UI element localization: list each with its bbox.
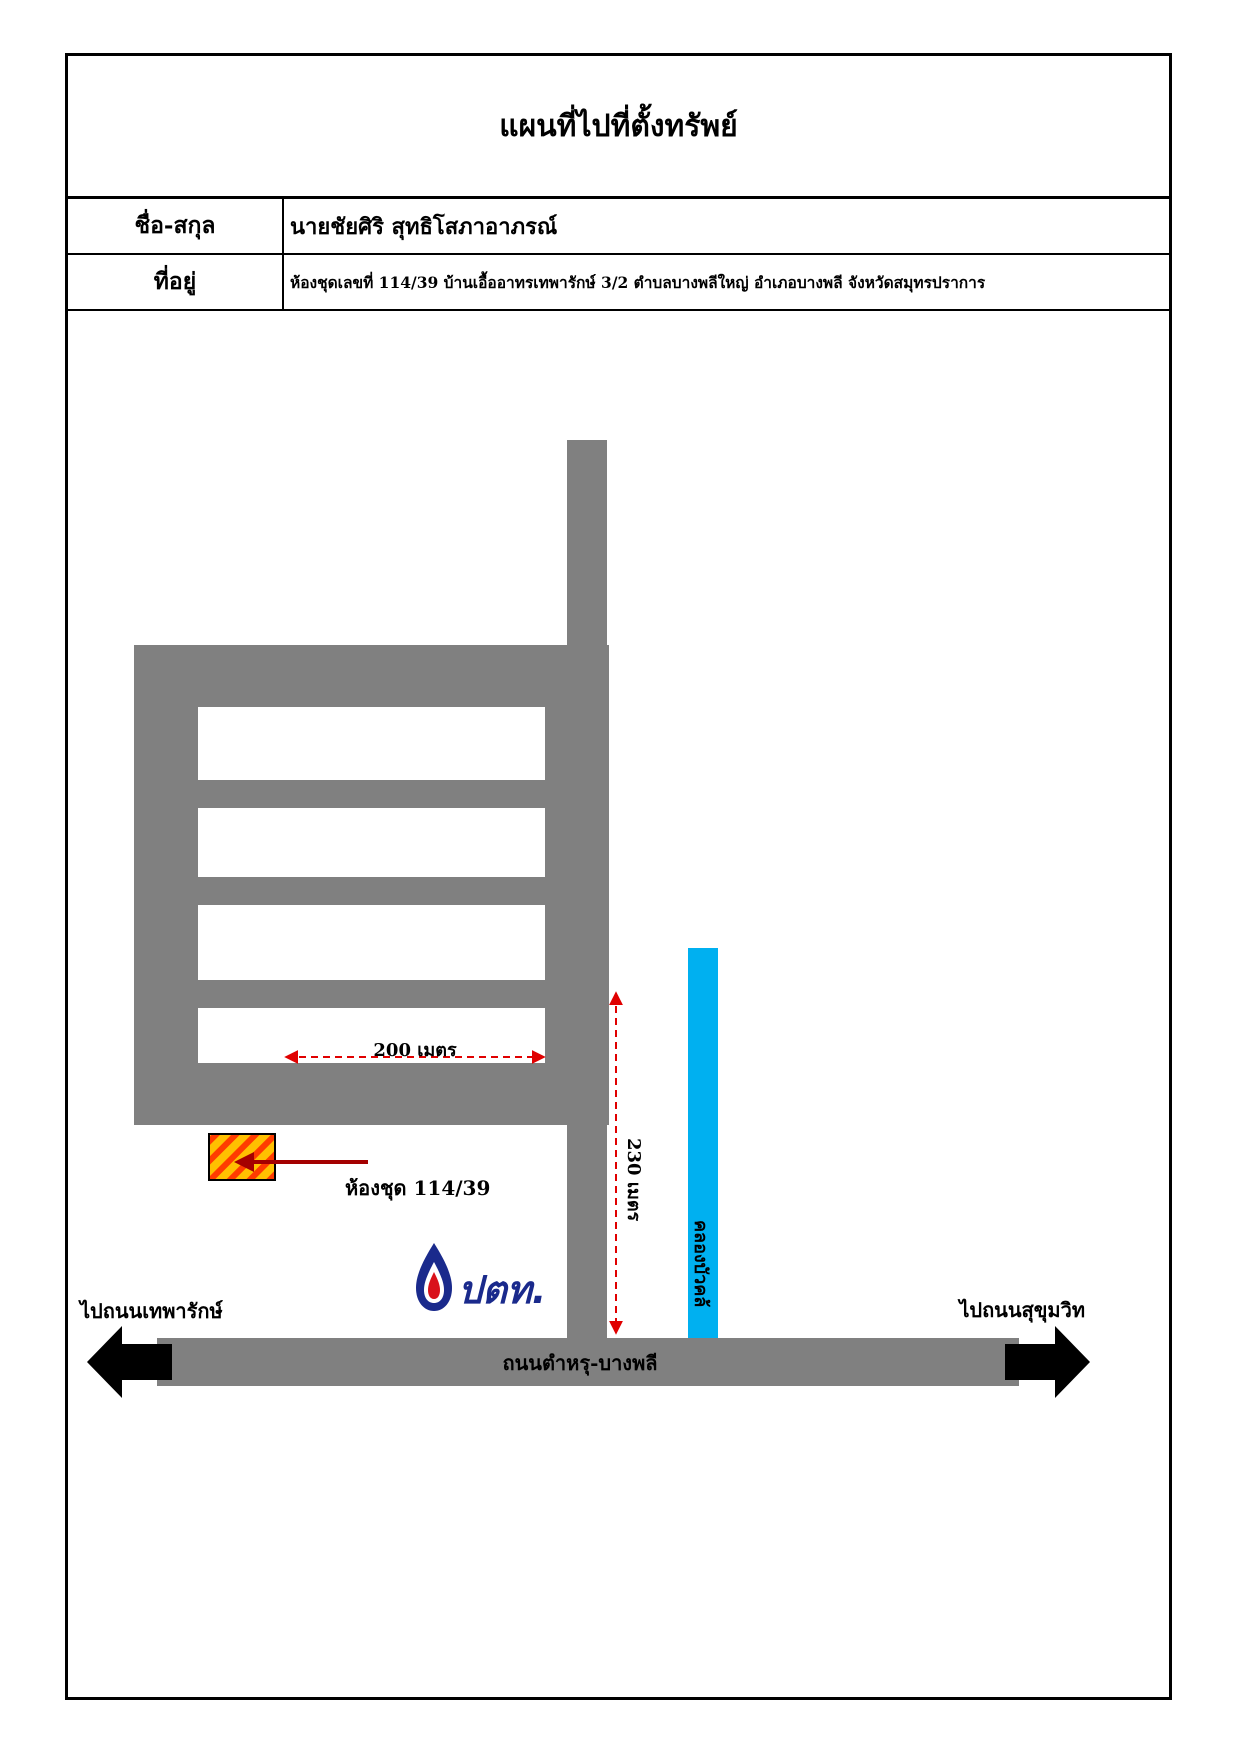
distance-horizontal-label: 200 เมตร <box>373 1040 457 1061</box>
left-direction-label: ไปถนนเทพารักษ์ <box>78 1299 223 1323</box>
address-row: ที่อยู่ ห้องชุดเลขที่ 114/39 บ้านเอื้ออา… <box>68 255 1169 311</box>
canal-label: คลองบัวคล้ <box>690 1220 711 1307</box>
address-value: ห้องชุดเลขที่ 114/39 บ้านเอื้ออาทรเทพารั… <box>290 272 986 292</box>
map-sheet: แผนที่ไปที่ตั้งทรัพย์ ชื่อ-สกุล นายชัยศิ… <box>65 53 1172 1700</box>
ptt-logo-text: ปตท. <box>458 1268 546 1312</box>
main-road <box>157 1338 1019 1386</box>
main-road-label: ถนนตำหรุ-บางพลี <box>502 1351 657 1376</box>
estate-road-network <box>134 645 609 1125</box>
access-road-south <box>567 1125 607 1340</box>
unit-marker-icon <box>208 1133 276 1181</box>
canal <box>688 948 718 1340</box>
page-title: แผนที่ไปที่ตั้งทรัพย์ <box>499 108 738 144</box>
left-arrow-icon <box>87 1326 172 1398</box>
unit-label: ห้องชุด 114/39 <box>345 1176 490 1201</box>
name-row: ชื่อ-สกุล นายชัยศิริ สุทธิโสภาอาภรณ์ <box>68 199 1169 255</box>
ptt-logo-icon: ปตท. <box>416 1243 546 1312</box>
name-value: นายชัยศิริ สุทธิโสภาอาภรณ์ <box>290 213 558 240</box>
name-label: ชื่อ-สกุล <box>68 199 284 253</box>
title-row: แผนที่ไปที่ตั้งทรัพย์ <box>68 56 1169 199</box>
address-label: ที่อยู่ <box>68 255 284 309</box>
access-road-north <box>567 440 607 645</box>
distance-vertical-label: 230 เมตร <box>623 1138 644 1222</box>
right-arrow-icon <box>1005 1326 1090 1398</box>
right-direction-label: ไปถนนสุขุมวิท <box>957 1298 1085 1323</box>
